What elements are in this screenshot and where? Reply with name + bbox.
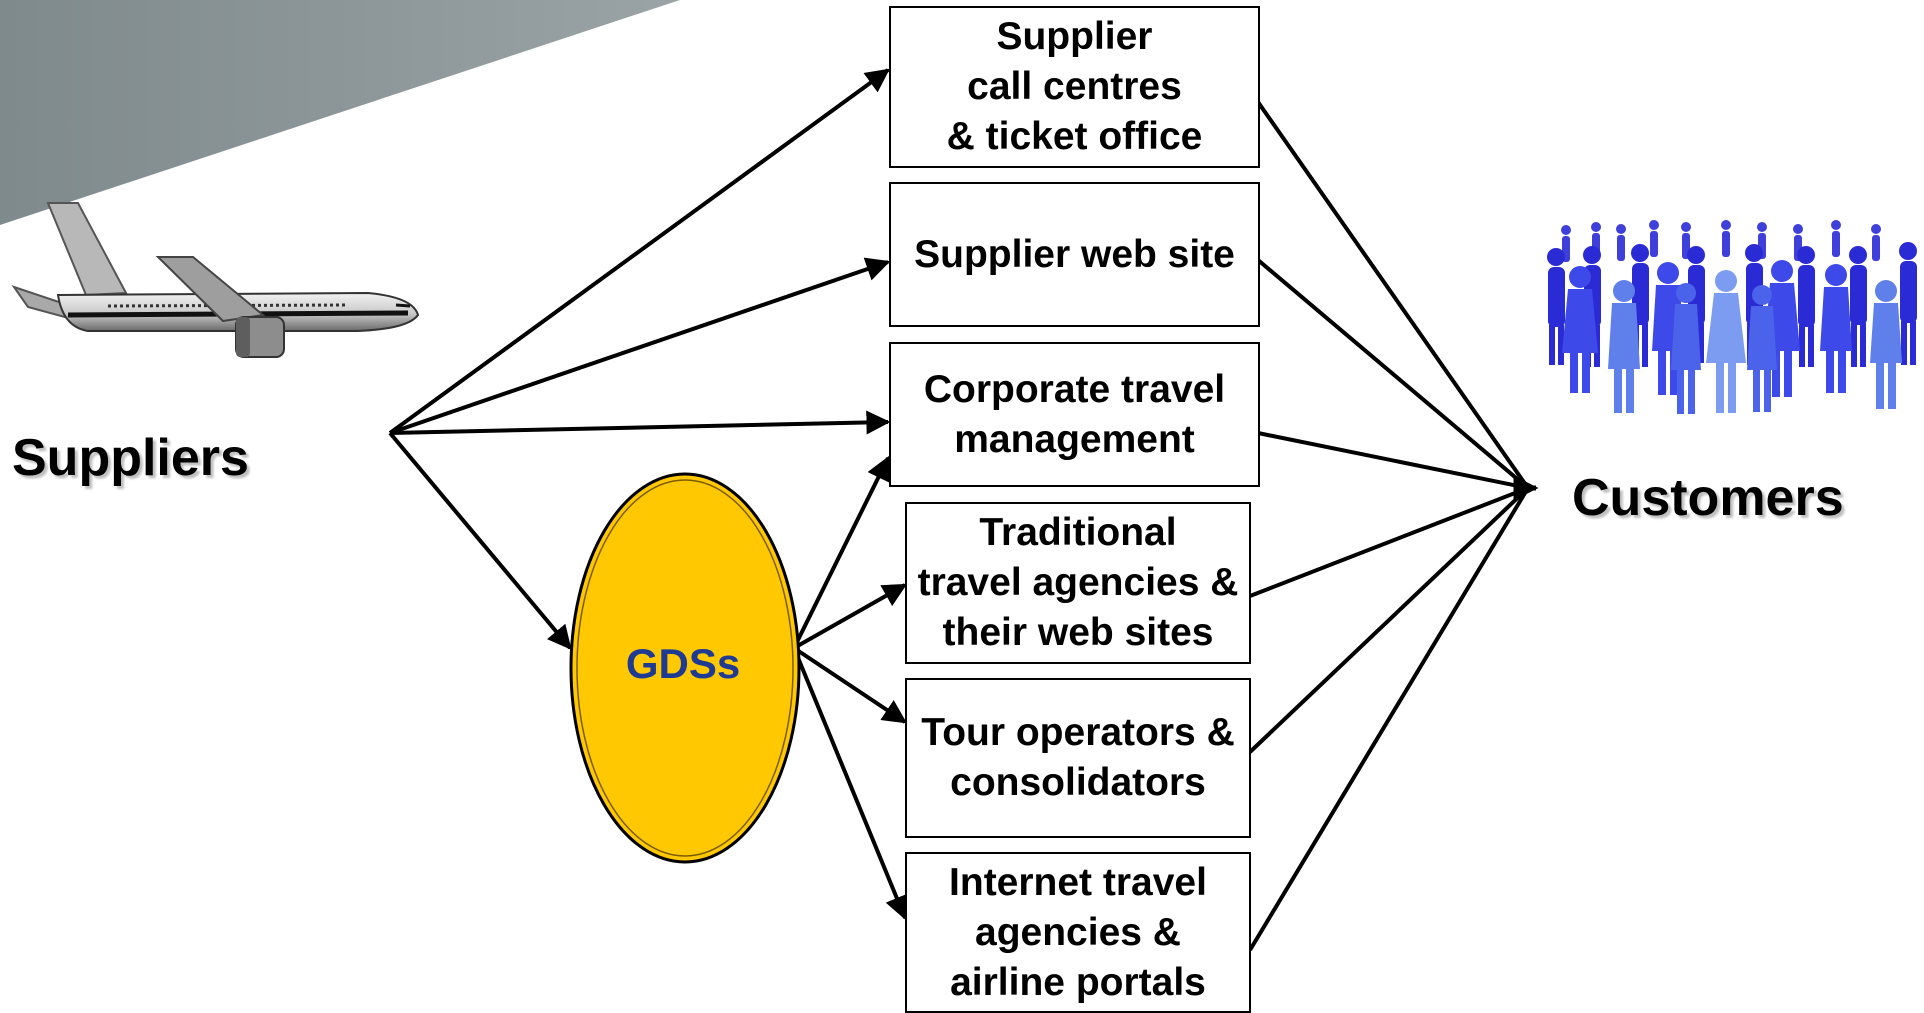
gds-label: GDSs	[625, 640, 741, 687]
arrow-gds-corporate	[792, 455, 890, 649]
channel-traditional: Traditional travel agencies & their web …	[905, 502, 1251, 664]
channel-internet: Internet travel agencies & airline porta…	[905, 852, 1251, 1013]
arrow-gds-internet	[792, 647, 908, 921]
arrow-suppliers-gds	[388, 431, 572, 650]
arrow-suppliers-callcentres	[388, 68, 890, 435]
arrow-suppliers-website	[389, 257, 891, 435]
gds-node	[569, 472, 801, 864]
channel-call-centres: Supplier call centres & ticket office	[889, 6, 1260, 168]
airplane-icon	[11, 202, 420, 358]
suppliers-label: Suppliers	[12, 429, 249, 487]
arrow-suppliers-corporate	[389, 410, 891, 435]
channel-web-site: Supplier web site	[889, 182, 1260, 327]
arrow-gds-traditional	[793, 583, 908, 650]
customers-label: Customers	[1572, 469, 1844, 527]
channel-tour-operators: Tour operators & consolidators	[905, 678, 1251, 838]
people-crowd-icon	[1547, 220, 1917, 414]
arrow-gds-touroperators	[792, 646, 907, 724]
channel-corporate: Corporate travel management	[889, 342, 1260, 487]
